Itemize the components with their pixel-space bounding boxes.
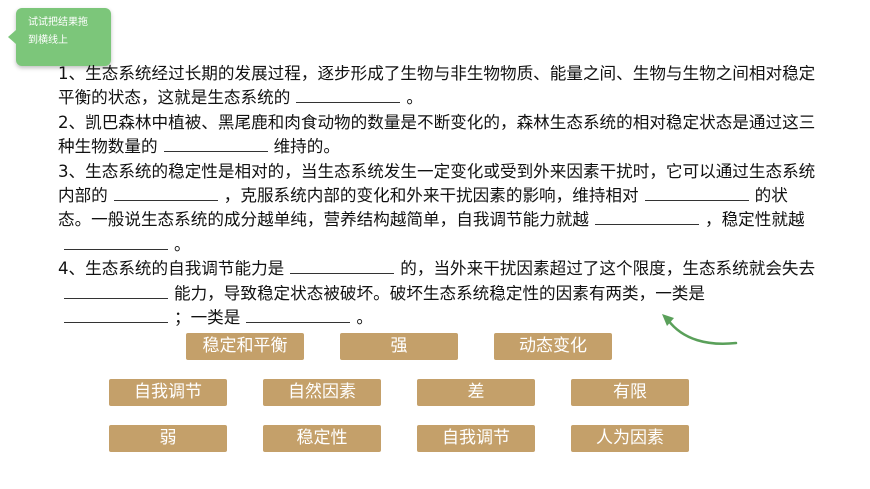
answer-card-6[interactable]: 差 xyxy=(417,379,535,406)
blank-6[interactable] xyxy=(64,235,168,250)
question-1: 1、生态系统经过长期的发展过程，逐步形成了生物与非生物物质、能量之间、生物与生物… xyxy=(58,64,816,108)
blank-7[interactable] xyxy=(290,259,395,275)
blank-3[interactable] xyxy=(113,186,218,202)
answer-card-8[interactable]: 弱 xyxy=(109,425,227,452)
question-3: 3、生态系统的稳定性是相对的，当生态系统发生一定变化或受到外来因素干扰时，它可以… xyxy=(58,161,816,254)
question-4: 4、生态系统的自我调节能力是的，当外来干扰因素超过了这个限度，生态系统就会失去能… xyxy=(58,259,816,328)
curved-arrow-icon xyxy=(662,314,738,345)
hint-line-2: 到横线上 xyxy=(28,35,68,46)
answer-card-3[interactable]: 动态变化 xyxy=(494,333,612,360)
answer-card-2[interactable]: 强 xyxy=(340,333,458,360)
answer-card-1[interactable]: 稳定和平衡 xyxy=(186,333,304,360)
drag-hint-bubble: 试试把结果拖 到横线上 xyxy=(8,8,111,66)
blank-8[interactable] xyxy=(64,284,168,299)
answer-card-10[interactable]: 自我调节 xyxy=(417,425,535,452)
hint-line-1: 试试把结果拖 xyxy=(28,17,88,28)
question-text: 1、生态系统经过长期的发展过程，逐步形成了生物与非生物物质、能量之间、生物与生物… xyxy=(58,62,818,330)
answer-card-4[interactable]: 自我调节 xyxy=(109,379,227,406)
blank-5[interactable] xyxy=(595,210,699,226)
blank-1[interactable] xyxy=(296,88,401,104)
answer-card-11[interactable]: 人为因素 xyxy=(571,425,689,452)
answer-card-9[interactable]: 稳定性 xyxy=(263,425,381,452)
blank-2[interactable] xyxy=(163,137,268,153)
blank-10[interactable] xyxy=(246,308,351,324)
blank-4[interactable] xyxy=(644,186,749,202)
question-2: 2、凯巴森林中植被、黑尾鹿和肉食动物的数量是不断变化的，森林生态系统的相对稳定状… xyxy=(58,112,816,157)
blank-9[interactable] xyxy=(64,308,168,324)
answer-card-7[interactable]: 有限 xyxy=(571,379,689,406)
answer-card-5[interactable]: 自然因素 xyxy=(263,379,381,406)
